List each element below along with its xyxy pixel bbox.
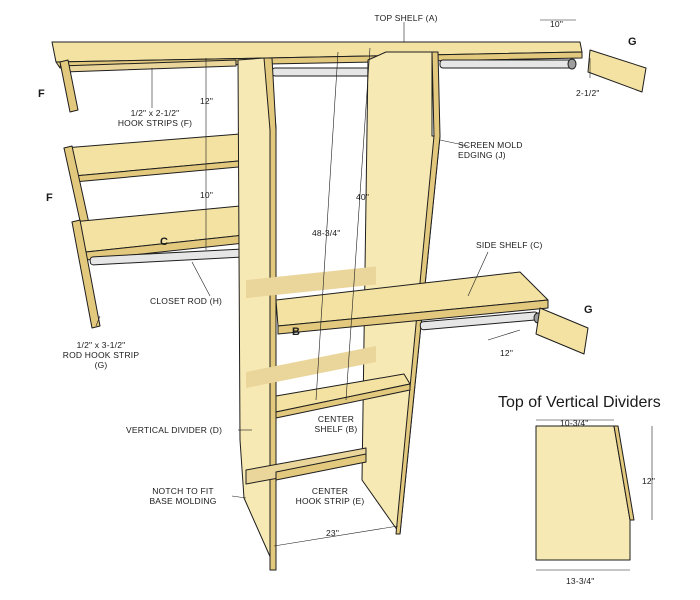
back-strip-b xyxy=(246,266,376,299)
rod-hook-strip-g-top xyxy=(587,49,647,93)
divider-top-profile xyxy=(535,425,631,561)
hook-strip-f-top-end xyxy=(59,59,79,113)
label-center-shelf: CENTER xyxy=(317,414,355,424)
rod-hook-strip-g-left xyxy=(71,219,101,329)
inset-dim-top-width: 10-3/4" xyxy=(560,418,589,428)
label-center-shelf-b: SHELF (B) xyxy=(314,424,358,434)
divider-top-profile-edge xyxy=(613,425,635,521)
part-letter-g-right: G xyxy=(584,304,593,316)
center-shelf-back-strip xyxy=(246,346,376,388)
side-shelf-c-right-edge xyxy=(277,299,549,335)
dimension-lines xyxy=(205,19,591,547)
inset-dim-bottom-width: 13-3/4" xyxy=(566,576,595,586)
label-top-shelf: TOP SHELF (A) xyxy=(374,13,438,23)
label-notch-base: BASE MOLDING xyxy=(149,496,217,506)
label-screen-mold: SCREEN MOLD xyxy=(458,140,523,150)
part-letter-b: B xyxy=(292,326,300,338)
dim-right-2-5: 2-1/2" xyxy=(576,88,600,98)
label-rod-hook-strip: ROD HOOK STRIP (G) xyxy=(62,350,140,370)
label-center-hook-strip-e: HOOK STRIP (E) xyxy=(295,496,365,506)
closet-rod-top-right xyxy=(439,59,573,69)
dim-bottom-23: 23" xyxy=(326,528,340,538)
label-center-hook: CENTER xyxy=(311,486,349,496)
vertical-divider-left-face xyxy=(263,57,277,571)
label-vertical-divider: VERTICAL DIVIDER (D) xyxy=(126,425,223,435)
label-closet-rod: CLOSET ROD (H) xyxy=(150,296,223,306)
part-letter-f-top: F xyxy=(38,88,45,100)
dim-side-12: 12" xyxy=(500,348,514,358)
inset-dimension-lines xyxy=(536,419,653,571)
dim-left-10: 10" xyxy=(200,190,214,200)
label-notch: NOTCH TO FIT xyxy=(152,486,214,496)
center-hook-strip-e-front xyxy=(275,453,367,481)
part-letter-f-mid: F xyxy=(46,192,53,204)
center-shelf-b-edge xyxy=(275,383,411,419)
part-letter-c: C xyxy=(160,236,168,248)
dim-left-12: 12" xyxy=(200,96,214,106)
label-rod-hook-strip-dim: 1/2" x 3-1/2" xyxy=(76,340,126,350)
label-side-shelf: SIDE SHELF (C) xyxy=(476,240,543,250)
leader-lines xyxy=(95,22,489,499)
dim-top-10: 10" xyxy=(550,19,564,29)
label-hook-strips-f-dim: 1/2" x 2-1/2" xyxy=(130,108,180,118)
inset-title: Top of Vertical Dividers xyxy=(498,394,661,411)
dim-center-40: 40" xyxy=(356,192,370,202)
part-letter-g-top: G xyxy=(628,36,637,48)
label-screen-mold-edging: EDGING (J) xyxy=(458,150,506,160)
rod-hook-strip-g-right xyxy=(535,307,589,355)
dim-center-48: 48-3/4" xyxy=(312,228,341,238)
vertical-divider-right-edge xyxy=(395,51,441,535)
inset-dim-height: 12" xyxy=(642,476,656,486)
label-hook-strips-f: HOOK STRIPS (F) xyxy=(117,118,193,128)
